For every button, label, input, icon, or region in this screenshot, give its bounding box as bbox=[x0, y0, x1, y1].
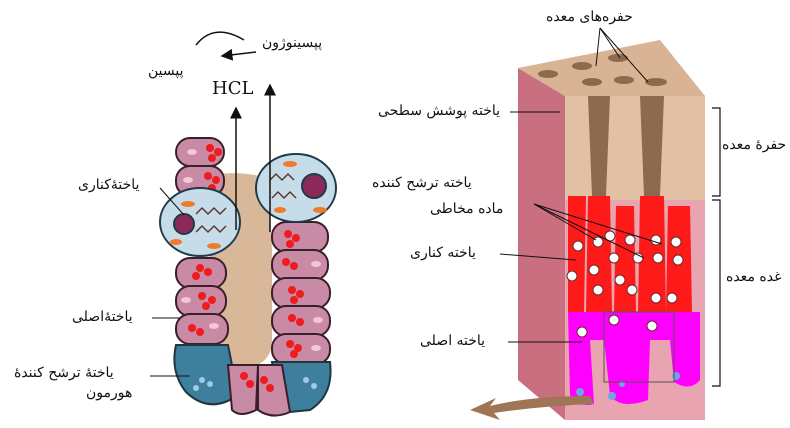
label-hormone-cell-1: یاختۀ ترشح کنندۀ bbox=[14, 366, 114, 380]
bracket-gland bbox=[712, 200, 720, 386]
right-block-illustration bbox=[470, 28, 720, 420]
label-surface-cell: یاخته پوشش سطحی bbox=[378, 104, 500, 118]
conversion-arrow bbox=[196, 32, 244, 45]
label-gland-bracket: غده معده bbox=[726, 270, 781, 284]
surface-band bbox=[565, 96, 705, 200]
label-chief-cell-right: یاخته اصلی bbox=[420, 334, 485, 348]
parietal-cell-left bbox=[160, 188, 240, 256]
bracket-pit bbox=[712, 108, 720, 196]
label-parietal-cell-right: یاخته کناری bbox=[410, 246, 476, 260]
parietal-cell-right bbox=[256, 154, 336, 222]
conversion-arrow-tip bbox=[222, 52, 256, 56]
bottom-cells bbox=[228, 365, 290, 416]
label-mucus-cell-1: یاخته ترشح کننده bbox=[372, 176, 472, 190]
label-pepsin: پپسین bbox=[148, 64, 184, 78]
block-side bbox=[518, 68, 565, 420]
label-gastric-pits: حفره‌های معده bbox=[546, 10, 633, 24]
label-pit-bracket: حفرۀ معده bbox=[722, 138, 786, 152]
label-hcl: HCL bbox=[212, 78, 253, 99]
label-chief-cell-left: یاختۀاصلی bbox=[72, 310, 133, 324]
label-parietal-cell-left: یاختۀکناری bbox=[78, 178, 139, 192]
label-mucus-cell-2: ماده مخاطی bbox=[430, 202, 503, 216]
label-pepsinogen: پپسینوژون bbox=[262, 36, 322, 50]
label-hormone-cell-2: هورمون bbox=[86, 386, 132, 400]
